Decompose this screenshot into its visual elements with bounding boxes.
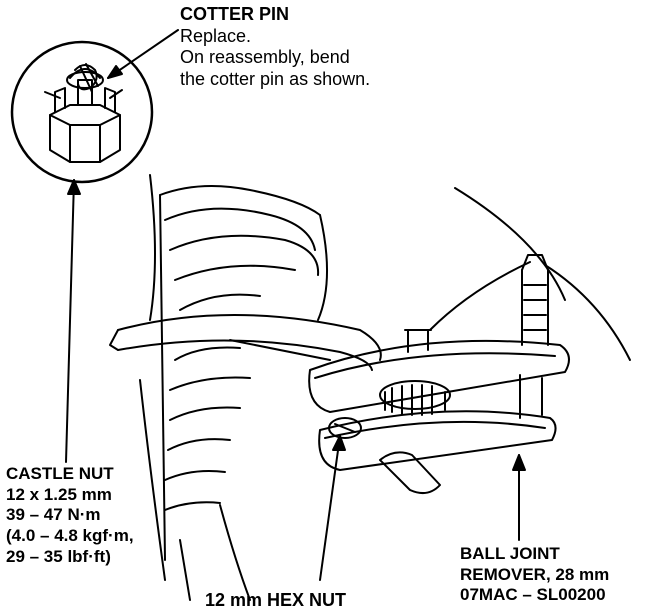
- hex-nut-arrow: [319, 435, 346, 581]
- cotter-pin-line1: Replace.: [180, 25, 252, 46]
- ball-joint-remover-line3: 07MAC – SL00200: [460, 585, 606, 605]
- cotter-pin-arrow: [107, 29, 179, 79]
- castle-nut-size: 12 x 1.25 mm: [6, 484, 112, 504]
- lower-arm: [109, 314, 382, 371]
- cotter-pin-label: COTTER PIN Replace. On reassembly, bend …: [180, 4, 370, 90]
- ball-joint-remover-line1: BALL JOINT: [460, 544, 560, 563]
- castle-nut-detail-circle: [10, 40, 154, 184]
- castle-nut-torque-nm: 39 – 47 N·m: [6, 505, 101, 525]
- castle-nut-label: CASTLE NUT 12 x 1.25 mm 39 – 47 N·m (4.0…: [6, 464, 134, 568]
- castle-nut-title: CASTLE NUT: [6, 464, 114, 483]
- castle-nut-torque-kgf: (4.0 – 4.8 kgf·m,: [6, 526, 134, 546]
- ball-joint-remover-line2: REMOVER, 28 mm: [460, 564, 610, 584]
- castle-nut-torque-lbf: 29 – 35 lbf·ft): [6, 546, 111, 566]
- ball-joint-remover-label: BALL JOINT REMOVER, 28 mm 07MAC – SL0020…: [460, 544, 609, 606]
- ball-joint-remover-tool: [308, 254, 570, 495]
- coil-spring: [139, 174, 329, 601]
- cotter-pin-title: COTTER PIN: [180, 4, 290, 24]
- cotter-pin-line2: On reassembly, bend: [180, 47, 350, 68]
- hex-nut-label: 12 mm HEX NUT: [205, 590, 347, 610]
- ball-joint-remover-arrow: [512, 454, 526, 541]
- castle-nut-arrow: [65, 179, 81, 463]
- background-curves: [429, 187, 631, 361]
- cotter-pin-line3: the cotter pin as shown.: [180, 68, 371, 89]
